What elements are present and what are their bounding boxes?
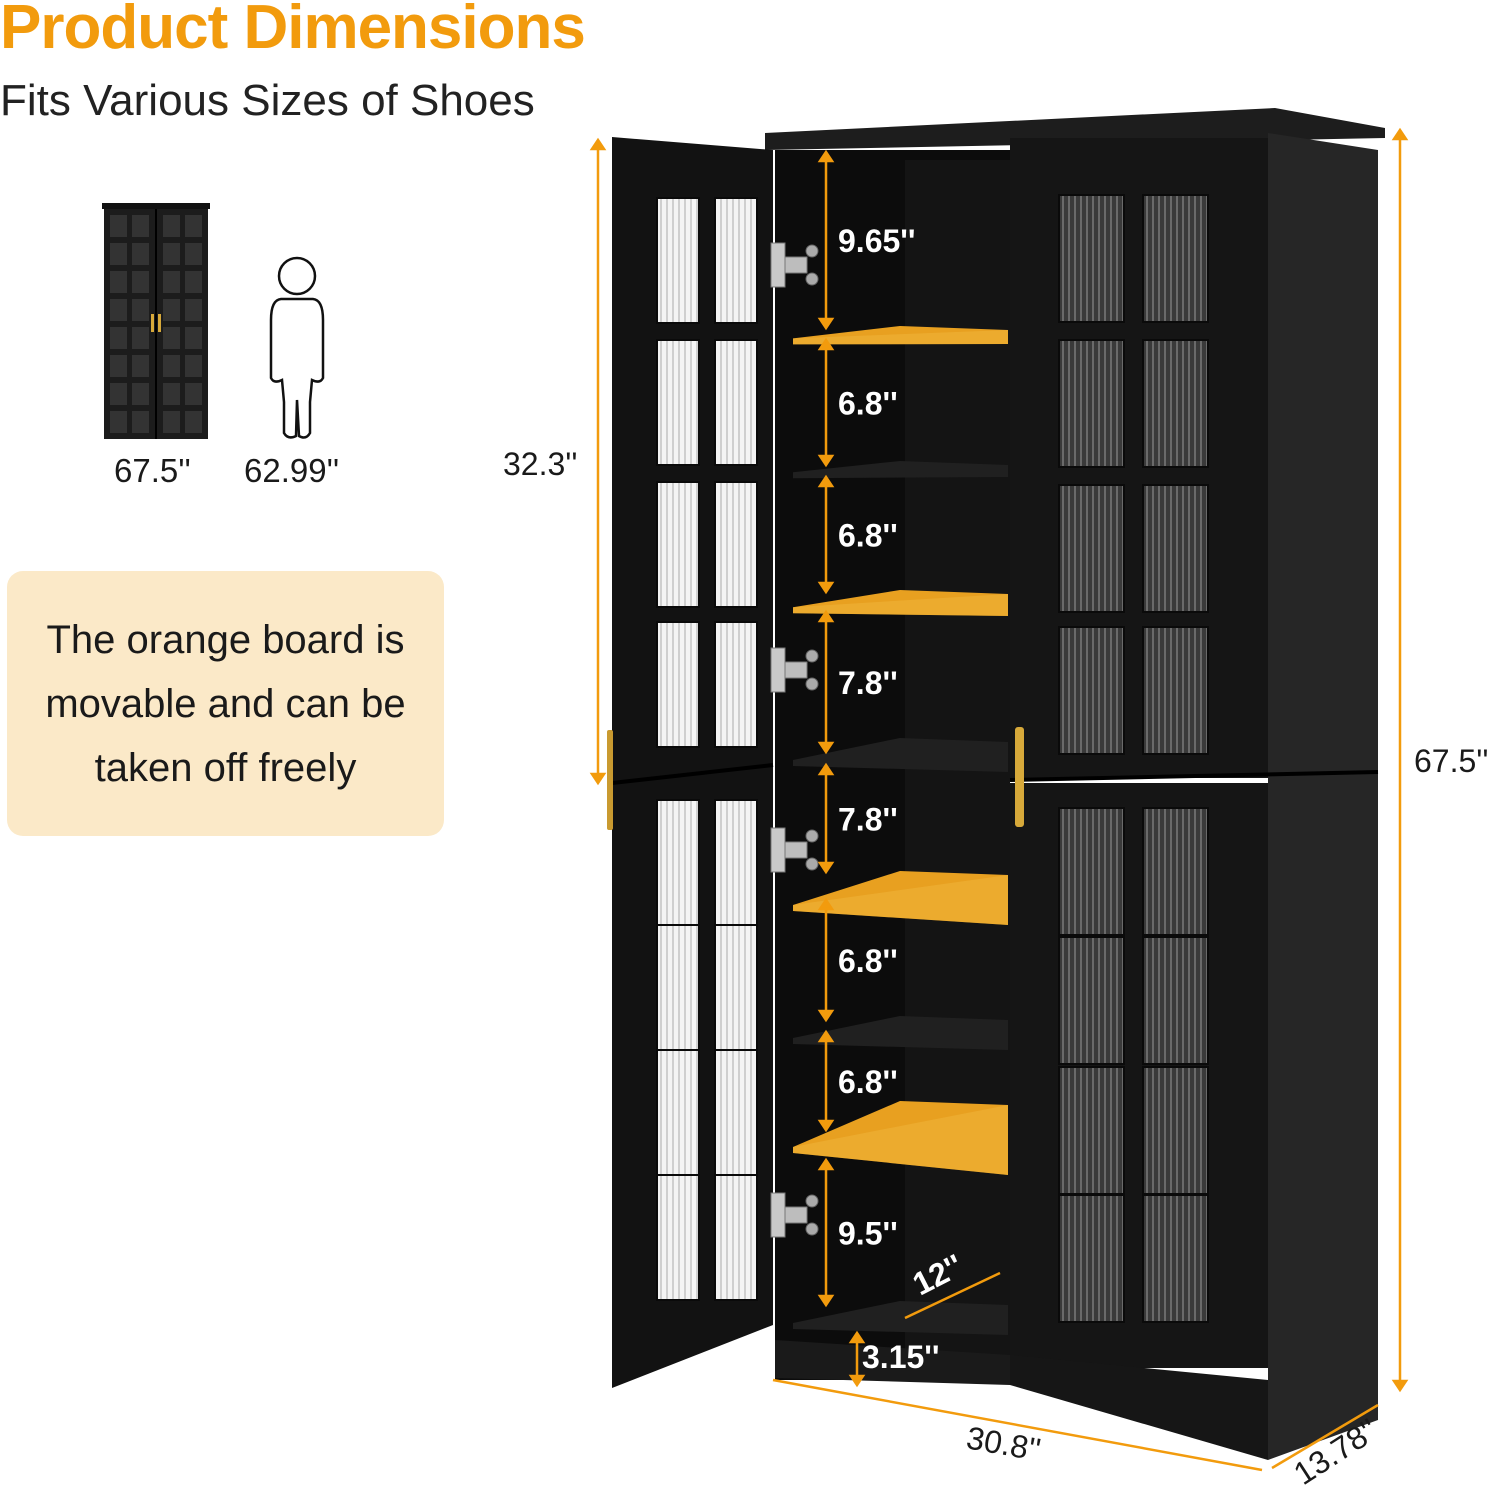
glass-pane (656, 481, 700, 608)
cabinet-body (607, 108, 1385, 1460)
thumbnail-pane (132, 215, 149, 237)
glass-pane (714, 1049, 758, 1176)
hinge-icon (770, 1192, 819, 1238)
glass-pane (656, 1049, 700, 1176)
fixed-shelf (793, 1301, 1008, 1335)
movable-board (793, 1101, 1008, 1175)
shelf-gap-label: 6.8'' (838, 943, 898, 979)
shelf-gap-label: 9.5'' (838, 1216, 898, 1252)
thumbnail-pane (110, 411, 127, 433)
movable-board-note-text: The orange board is movable and can be t… (45, 617, 406, 790)
thumbnail-pane (185, 299, 202, 321)
base-height-label: 3.15'' (862, 1339, 940, 1375)
movable-board-note: The orange board is movable and can be t… (7, 571, 444, 836)
fixed-shelf (793, 1016, 1008, 1050)
thumbnail-pane (163, 271, 180, 293)
glass-pane (1058, 194, 1125, 323)
glass-pane (1142, 484, 1209, 613)
thumbnail-pane (132, 327, 149, 349)
thumbnail-pane (110, 243, 127, 265)
glass-pane (1142, 626, 1209, 755)
glass-pane (1058, 936, 1125, 1065)
glass-pane (714, 481, 758, 608)
glass-pane (1142, 194, 1209, 323)
shelf-gap-label: 9.65'' (838, 223, 916, 259)
thumbnail-pane (132, 411, 149, 433)
glass-pane (714, 339, 758, 466)
glass-pane (1142, 339, 1209, 468)
thumbnail-pane (163, 355, 180, 377)
door-height-label: 32.3'' (503, 446, 578, 482)
thumbnail-pane (163, 411, 180, 433)
thumbnail-pane (132, 243, 149, 265)
thumbnail-pane (163, 383, 180, 405)
glass-pane (656, 339, 700, 466)
thumbnail-pane (163, 327, 180, 349)
thumbnail-pane (132, 271, 149, 293)
thumbnail-pane (110, 327, 127, 349)
fixed-shelf (793, 461, 1008, 479)
cabinet-height-caption: 67.5'' (114, 452, 191, 489)
glass-pane (1058, 1066, 1125, 1195)
thumbnail-pane (163, 243, 180, 265)
glass-pane (1142, 807, 1209, 936)
thumbnail-pane (110, 383, 127, 405)
thumbnail-pane (185, 327, 202, 349)
glass-pane (714, 799, 758, 926)
person-height-caption: 62.99'' (244, 452, 340, 489)
glass-pane (1142, 1066, 1209, 1195)
shelf-gap-label: 7.8'' (838, 802, 898, 838)
fixed-shelf (793, 738, 1008, 772)
glass-pane (714, 197, 758, 324)
thumbnail-pane (163, 299, 180, 321)
hinge-icon (770, 242, 819, 288)
glass-pane (1058, 339, 1125, 468)
thumbnail-pane (185, 215, 202, 237)
movable-board (793, 590, 1008, 616)
thumbnail-pane (185, 355, 202, 377)
dimension-lines (589, 127, 1409, 1472)
glass-pane (1058, 807, 1125, 936)
thumbnail-pane (110, 215, 127, 237)
glass-pane (1142, 936, 1209, 1065)
glass-pane (656, 621, 700, 748)
movable-board (793, 326, 1008, 345)
glass-pane (656, 1174, 700, 1301)
shelf-gap-label: 7.8'' (838, 665, 898, 701)
person-outline-icon (269, 256, 325, 439)
thumbnail-pane (110, 299, 127, 321)
glass-pane (714, 621, 758, 748)
glass-pane (714, 924, 758, 1051)
glass-pane (656, 924, 700, 1051)
glass-pane (714, 1174, 758, 1301)
thumbnail-pane (163, 215, 180, 237)
thumbnail-pane (132, 383, 149, 405)
thumbnail-pane (132, 355, 149, 377)
thumbnail-pane (185, 383, 202, 405)
thumbnail-pane (185, 271, 202, 293)
glass-pane (1142, 1194, 1209, 1323)
glass-pane (1058, 626, 1125, 755)
shelf-gap-label: 6.8'' (838, 1064, 898, 1100)
thumbnail-pane (185, 411, 202, 433)
thumbnail-pane (132, 299, 149, 321)
total-height-label: 67.5'' (1414, 743, 1489, 779)
page-title: Product Dimensions (0, 0, 586, 62)
movable-board (793, 871, 1008, 925)
glass-pane (656, 799, 700, 926)
glass-pane (1058, 1194, 1125, 1323)
shelf-gap-label: 6.8'' (838, 518, 898, 554)
cabinet-thumbnail-icon (102, 203, 210, 439)
thumbnail-pane (110, 271, 127, 293)
thumbnail-pane (110, 355, 127, 377)
glass-pane (1058, 484, 1125, 613)
thumbnail-pane (185, 243, 202, 265)
hinge-icon (770, 827, 819, 873)
glass-pane (656, 197, 700, 324)
page-subtitle: Fits Various Sizes of Shoes (0, 76, 535, 125)
hinge-icon (770, 647, 819, 693)
shelf-gap-label: 6.8'' (838, 386, 898, 422)
